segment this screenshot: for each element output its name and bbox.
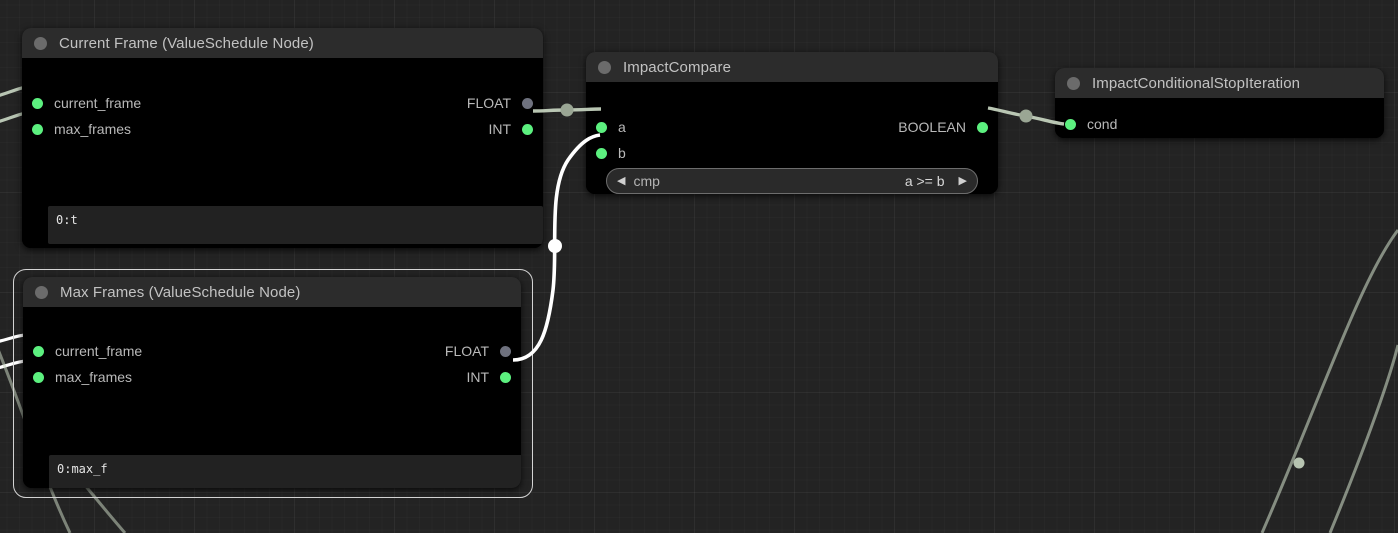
- link-boolean-to-cond: [987, 106, 1065, 126]
- node-impact-conditional-stop-iteration[interactable]: ImpactConditionalStopIteration cond: [1055, 68, 1384, 138]
- node-header[interactable]: Max Frames (ValueSchedule Node): [23, 277, 521, 307]
- node-impact-compare[interactable]: ImpactCompare a BOOLEAN b ◀: [586, 52, 998, 194]
- input-slot-label: max_frames: [54, 121, 132, 137]
- text-widget-schedule[interactable]: 0:max_f: [49, 455, 521, 488]
- chevron-right-icon[interactable]: ▶: [958, 174, 967, 187]
- node-title: Current Frame (ValueSchedule Node): [59, 34, 314, 52]
- chevron-left-icon[interactable]: ◀: [617, 174, 626, 187]
- link-midpoint-dot: [560, 103, 574, 117]
- circle-icon[interactable]: [34, 36, 47, 50]
- slot-dot-icon[interactable]: [1065, 118, 1076, 130]
- combo-widget-cmp[interactable]: ◀ cmp a >= b ▶: [606, 168, 978, 194]
- combo-value: a >= b: [904, 173, 945, 189]
- text-widget-schedule[interactable]: 0:t: [48, 206, 543, 244]
- node-header[interactable]: ImpactConditionalStopIteration: [1055, 68, 1384, 98]
- output-slot-float[interactable]: FLOAT: [467, 90, 533, 116]
- output-slot-label: FLOAT: [466, 95, 511, 111]
- node-title: ImpactConditionalStopIteration: [1092, 74, 1301, 92]
- output-slot-label: FLOAT: [444, 343, 489, 359]
- input-slot-a[interactable]: a: [596, 114, 626, 140]
- input-slot-current-frame[interactable]: current_frame: [33, 338, 142, 364]
- node-current-frame[interactable]: Current Frame (ValueSchedule Node) curre…: [22, 28, 543, 248]
- input-slot-max-frames[interactable]: max_frames: [33, 364, 132, 390]
- node-body: current_frame FLOAT max_frames INT 0:t: [22, 58, 543, 248]
- output-slot-boolean[interactable]: BOOLEAN: [898, 114, 988, 140]
- circle-icon[interactable]: [35, 285, 48, 299]
- input-slot-label: b: [618, 145, 626, 161]
- combo-label: cmp: [633, 173, 660, 189]
- circle-icon[interactable]: [1067, 76, 1080, 90]
- node-title: Max Frames (ValueSchedule Node): [60, 283, 301, 301]
- slot-dot-icon[interactable]: [977, 121, 988, 133]
- input-slot-label: current_frame: [54, 95, 142, 111]
- output-slot-int[interactable]: INT: [488, 116, 533, 142]
- slot-dot-icon[interactable]: [596, 147, 607, 159]
- slot-dot-icon[interactable]: [500, 345, 511, 357]
- node-body: current_frame FLOAT max_frames INT 0:max…: [23, 307, 521, 488]
- slot-dot-icon[interactable]: [33, 371, 44, 383]
- node-title: ImpactCompare: [623, 58, 732, 76]
- input-slot-cond[interactable]: cond: [1065, 111, 1117, 137]
- link-midpoint-dot: [548, 239, 562, 253]
- output-slot-label: INT: [466, 369, 489, 385]
- output-slot-float[interactable]: FLOAT: [445, 338, 511, 364]
- slot-dot-icon[interactable]: [32, 123, 43, 135]
- link-midpoint-dot: [1019, 109, 1033, 123]
- circle-icon[interactable]: [598, 60, 611, 74]
- node-body: cond: [1055, 98, 1384, 138]
- slot-dot-icon[interactable]: [596, 121, 607, 133]
- input-slot-max-frames[interactable]: max_frames: [32, 116, 131, 142]
- output-slot-label: INT: [488, 121, 511, 137]
- node-max-frames[interactable]: Max Frames (ValueSchedule Node) current_…: [23, 277, 521, 488]
- slot-dot-icon[interactable]: [522, 123, 533, 135]
- node-body: a BOOLEAN b ◀ cmp a >= b ▶: [586, 82, 998, 194]
- output-slot-label: BOOLEAN: [898, 119, 966, 135]
- output-slot-int[interactable]: INT: [466, 364, 511, 390]
- input-slot-label: current_frame: [55, 343, 143, 359]
- slot-dot-icon[interactable]: [33, 345, 44, 357]
- input-slot-current-frame[interactable]: current_frame: [32, 90, 141, 116]
- input-slot-label: a: [618, 119, 626, 135]
- input-slot-b[interactable]: b: [596, 140, 626, 166]
- node-header[interactable]: ImpactCompare: [586, 52, 998, 82]
- slot-dot-icon[interactable]: [522, 97, 533, 109]
- slot-dot-icon[interactable]: [500, 371, 511, 383]
- input-slot-label: max_frames: [55, 369, 133, 385]
- node-header[interactable]: Current Frame (ValueSchedule Node): [22, 28, 543, 58]
- input-slot-label: cond: [1087, 116, 1118, 132]
- slot-dot-icon[interactable]: [32, 97, 43, 109]
